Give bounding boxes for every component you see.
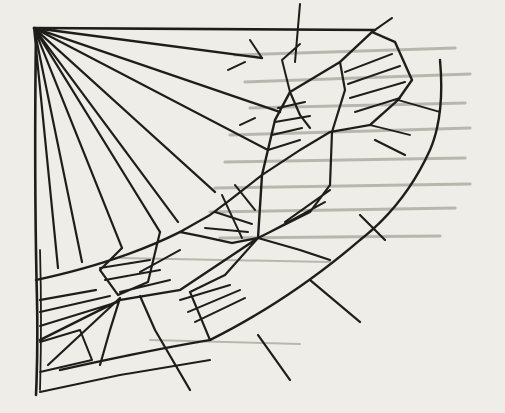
bleed-through-text xyxy=(120,48,470,344)
lower-left-cluster xyxy=(36,232,258,390)
radiating-spokes xyxy=(34,28,375,268)
